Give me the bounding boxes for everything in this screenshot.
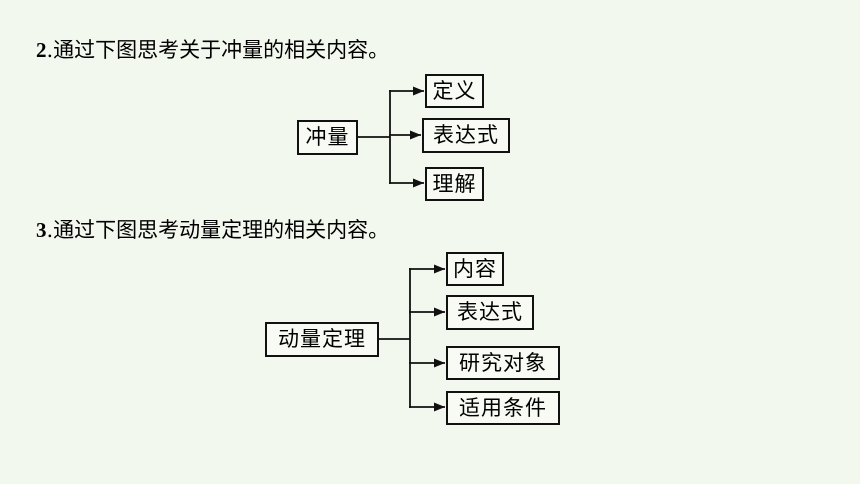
momentum-theorem-root-node: 动量定理 [265,322,379,357]
section-2-heading: 2.通过下图思考关于冲量的相关内容。 [36,37,389,63]
section-2-text: .通过下图思考关于冲量的相关内容。 [46,38,390,62]
section-3-heading: 3.通过下图思考动量定理的相关内容。 [36,217,389,243]
impulse-child-understanding: 理解 [425,167,484,201]
impulse-child-definition: 定义 [425,74,484,108]
impulse-root-node: 冲量 [297,120,358,155]
momentum-theorem-child-expression: 表达式 [446,295,534,330]
momentum-theorem-child-research-object: 研究对象 [446,346,560,380]
momentum-theorem-child-content: 内容 [446,252,504,286]
impulse-child-expression: 表达式 [422,118,510,153]
momentum-theorem-child-applicable-conditions: 适用条件 [446,391,560,425]
section-2-number: 2 [36,38,47,62]
section-3-text: .通过下图思考动量定理的相关内容。 [46,218,390,242]
section-3-number: 3 [36,218,47,242]
